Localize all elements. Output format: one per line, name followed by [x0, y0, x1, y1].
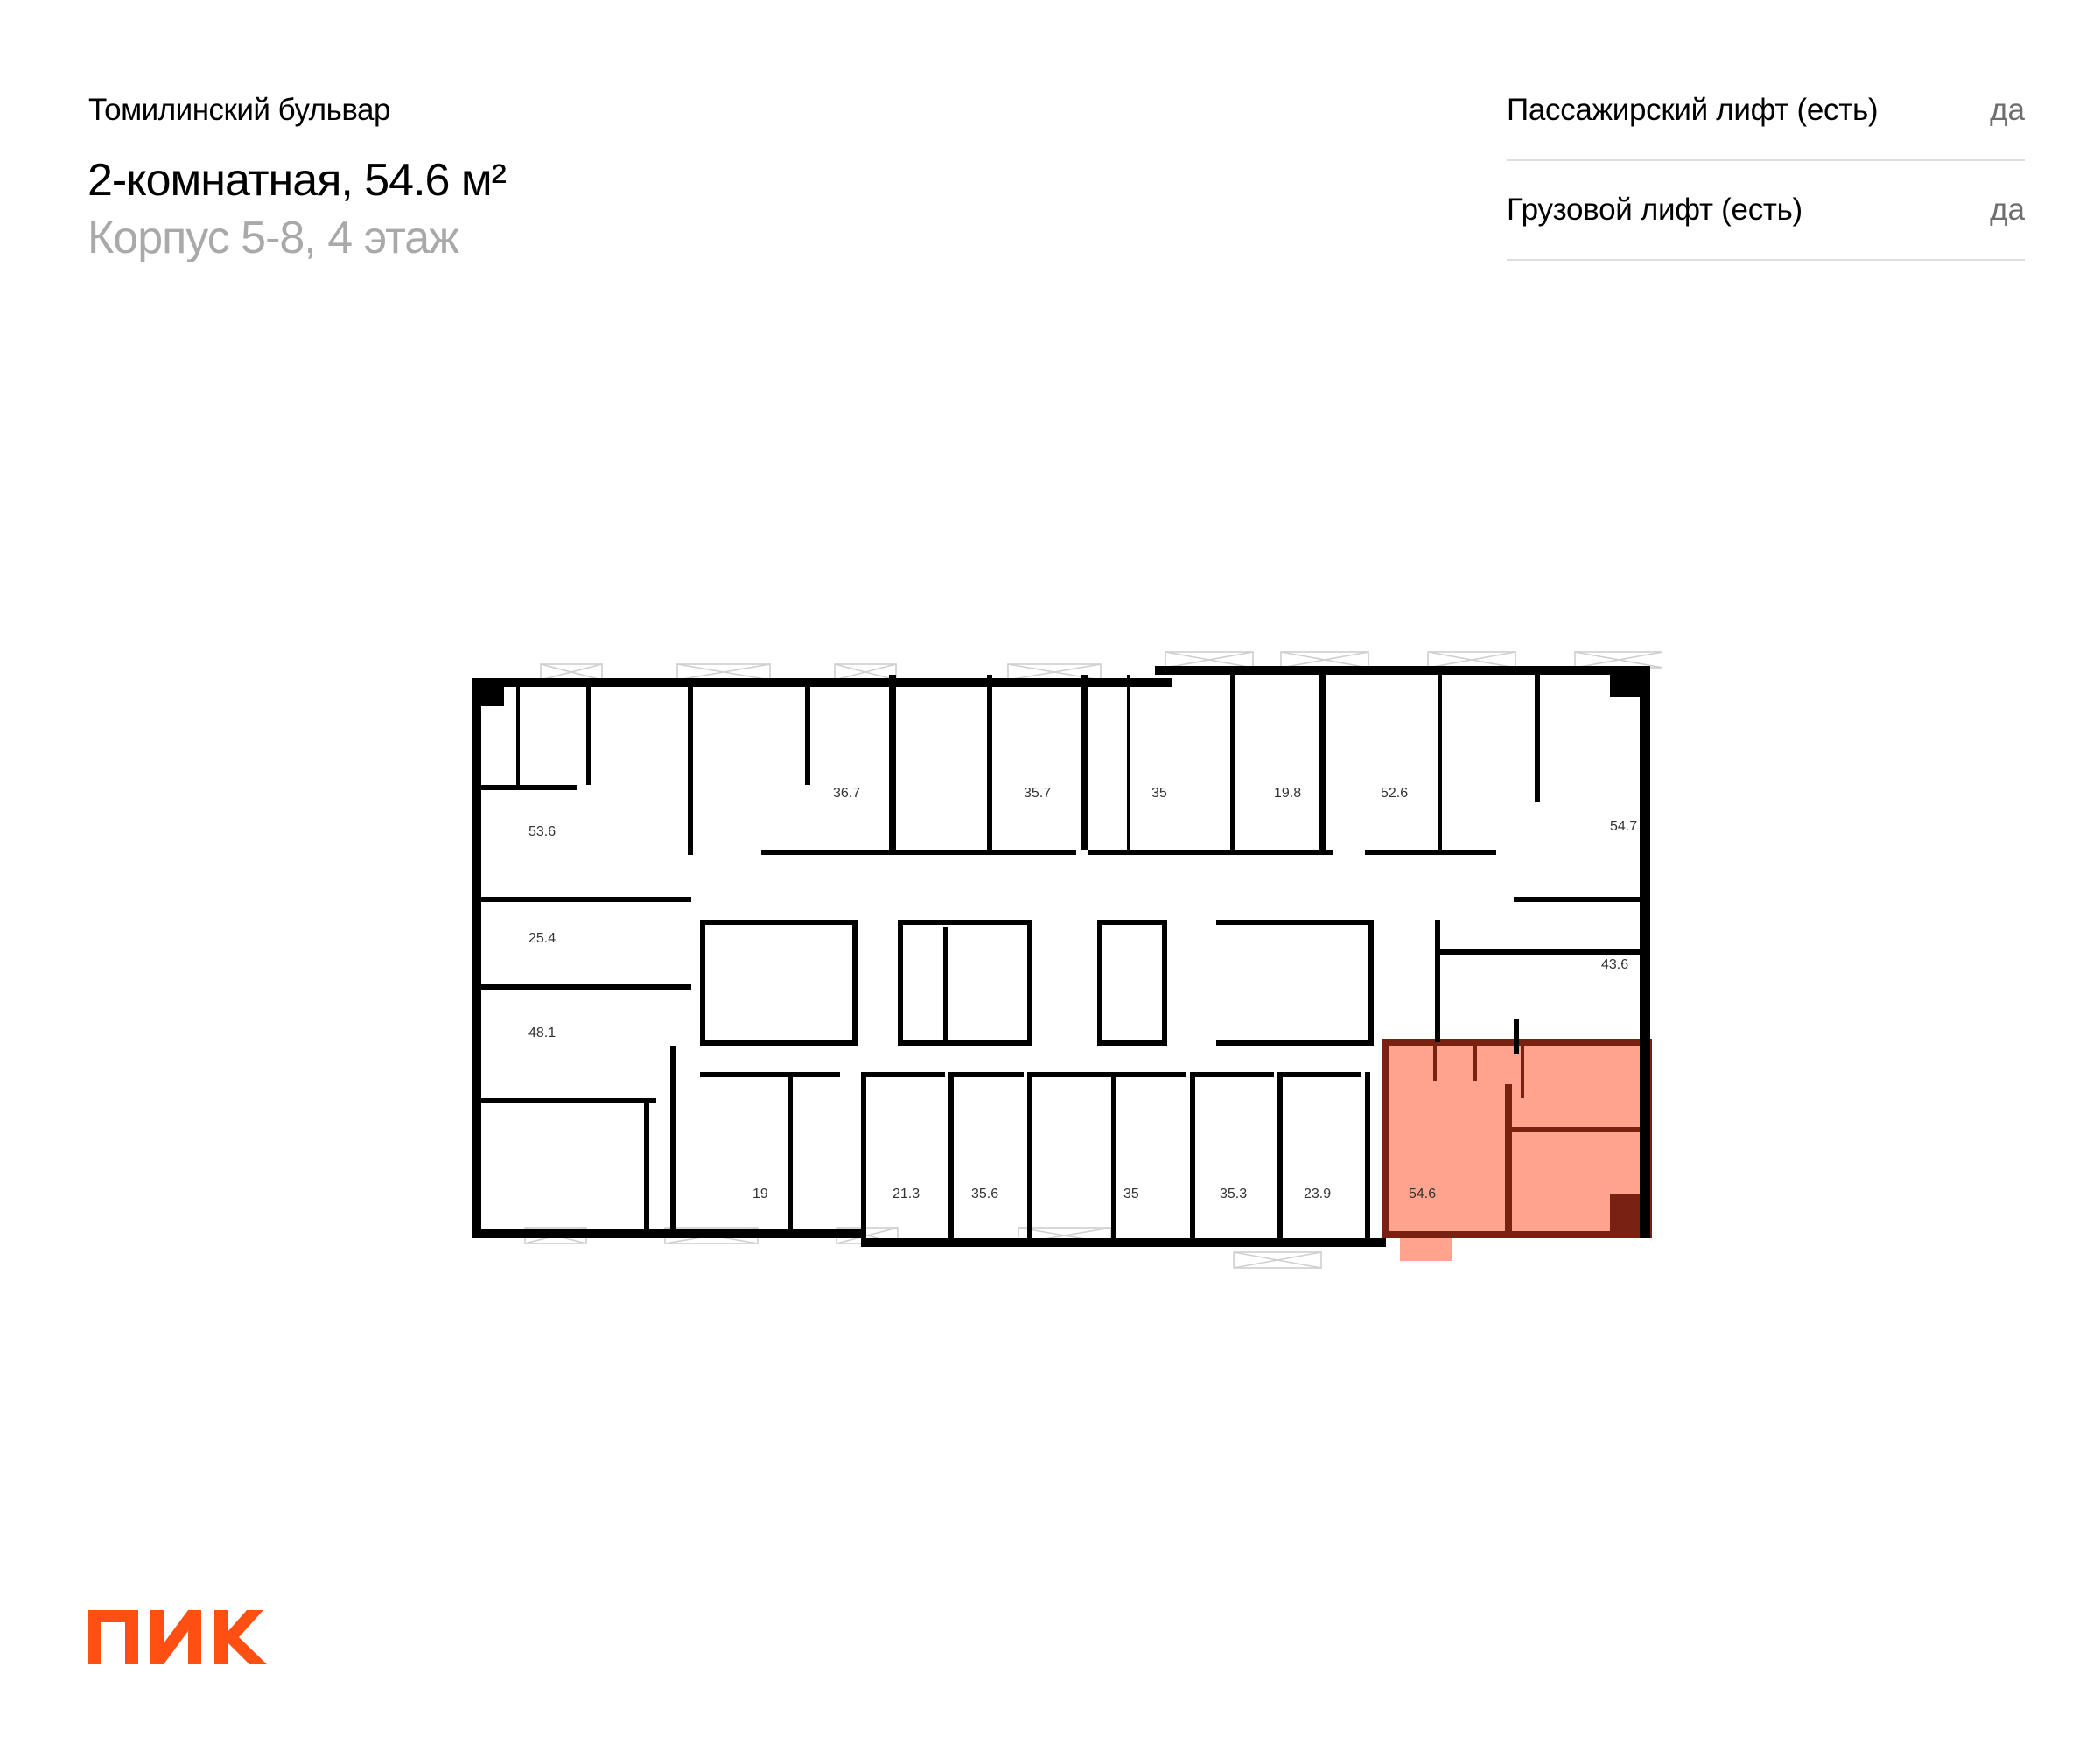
- unit-area: 36.7: [833, 786, 860, 801]
- walls: [472, 666, 1650, 1247]
- feature-value: да: [1990, 93, 2025, 127]
- unit-area: 35.6: [971, 1186, 998, 1201]
- unit-area: 35: [1152, 786, 1167, 801]
- unit-area: 19.8: [1274, 786, 1301, 801]
- unit-area: 43.6: [1601, 957, 1628, 972]
- unit-area: 35: [1124, 1186, 1139, 1201]
- unit-area: 21.3: [892, 1186, 920, 1201]
- floor-plan: 53.6 36.7 35.7 35 19.8 52.6 54.7 25.4 48…: [472, 651, 1662, 1269]
- unit-area: 19: [752, 1186, 768, 1201]
- selected-unit-area: 54.6: [1409, 1186, 1436, 1201]
- unit-area: 23.9: [1304, 1186, 1331, 1201]
- feature-value: да: [1990, 192, 2025, 227]
- unit-area: 54.7: [1610, 819, 1637, 834]
- pik-logo: [88, 1610, 267, 1664]
- unit-area: 35.7: [1024, 786, 1051, 801]
- feature-label: Пассажирский лифт (есть): [1507, 93, 1879, 127]
- selected-apartment[interactable]: [1382, 1039, 1652, 1261]
- unit-labels: 53.6 36.7 35.7 35 19.8 52.6 54.7 25.4 48…: [528, 786, 1637, 1201]
- feature-freight-lift: Грузовой лифт (есть) да: [1507, 161, 2025, 261]
- unit-area: 52.6: [1381, 786, 1408, 801]
- unit-area: 48.1: [528, 1026, 556, 1040]
- building-floor: Корпус 5-8, 4 этаж: [88, 213, 459, 263]
- project-name: Томилинский бульвар: [88, 93, 390, 127]
- unit-area: 25.4: [528, 931, 556, 946]
- unit-area: 53.6: [528, 824, 556, 839]
- apartment-title: 2-комнатная, 54.6 м²: [88, 155, 507, 206]
- unit-area: 35.3: [1220, 1186, 1247, 1201]
- feature-label: Грузовой лифт (есть): [1507, 192, 1802, 227]
- feature-passenger-lift: Пассажирский лифт (есть) да: [1507, 61, 2025, 161]
- features-list: Пассажирский лифт (есть) да Грузовой лиф…: [1507, 61, 2025, 261]
